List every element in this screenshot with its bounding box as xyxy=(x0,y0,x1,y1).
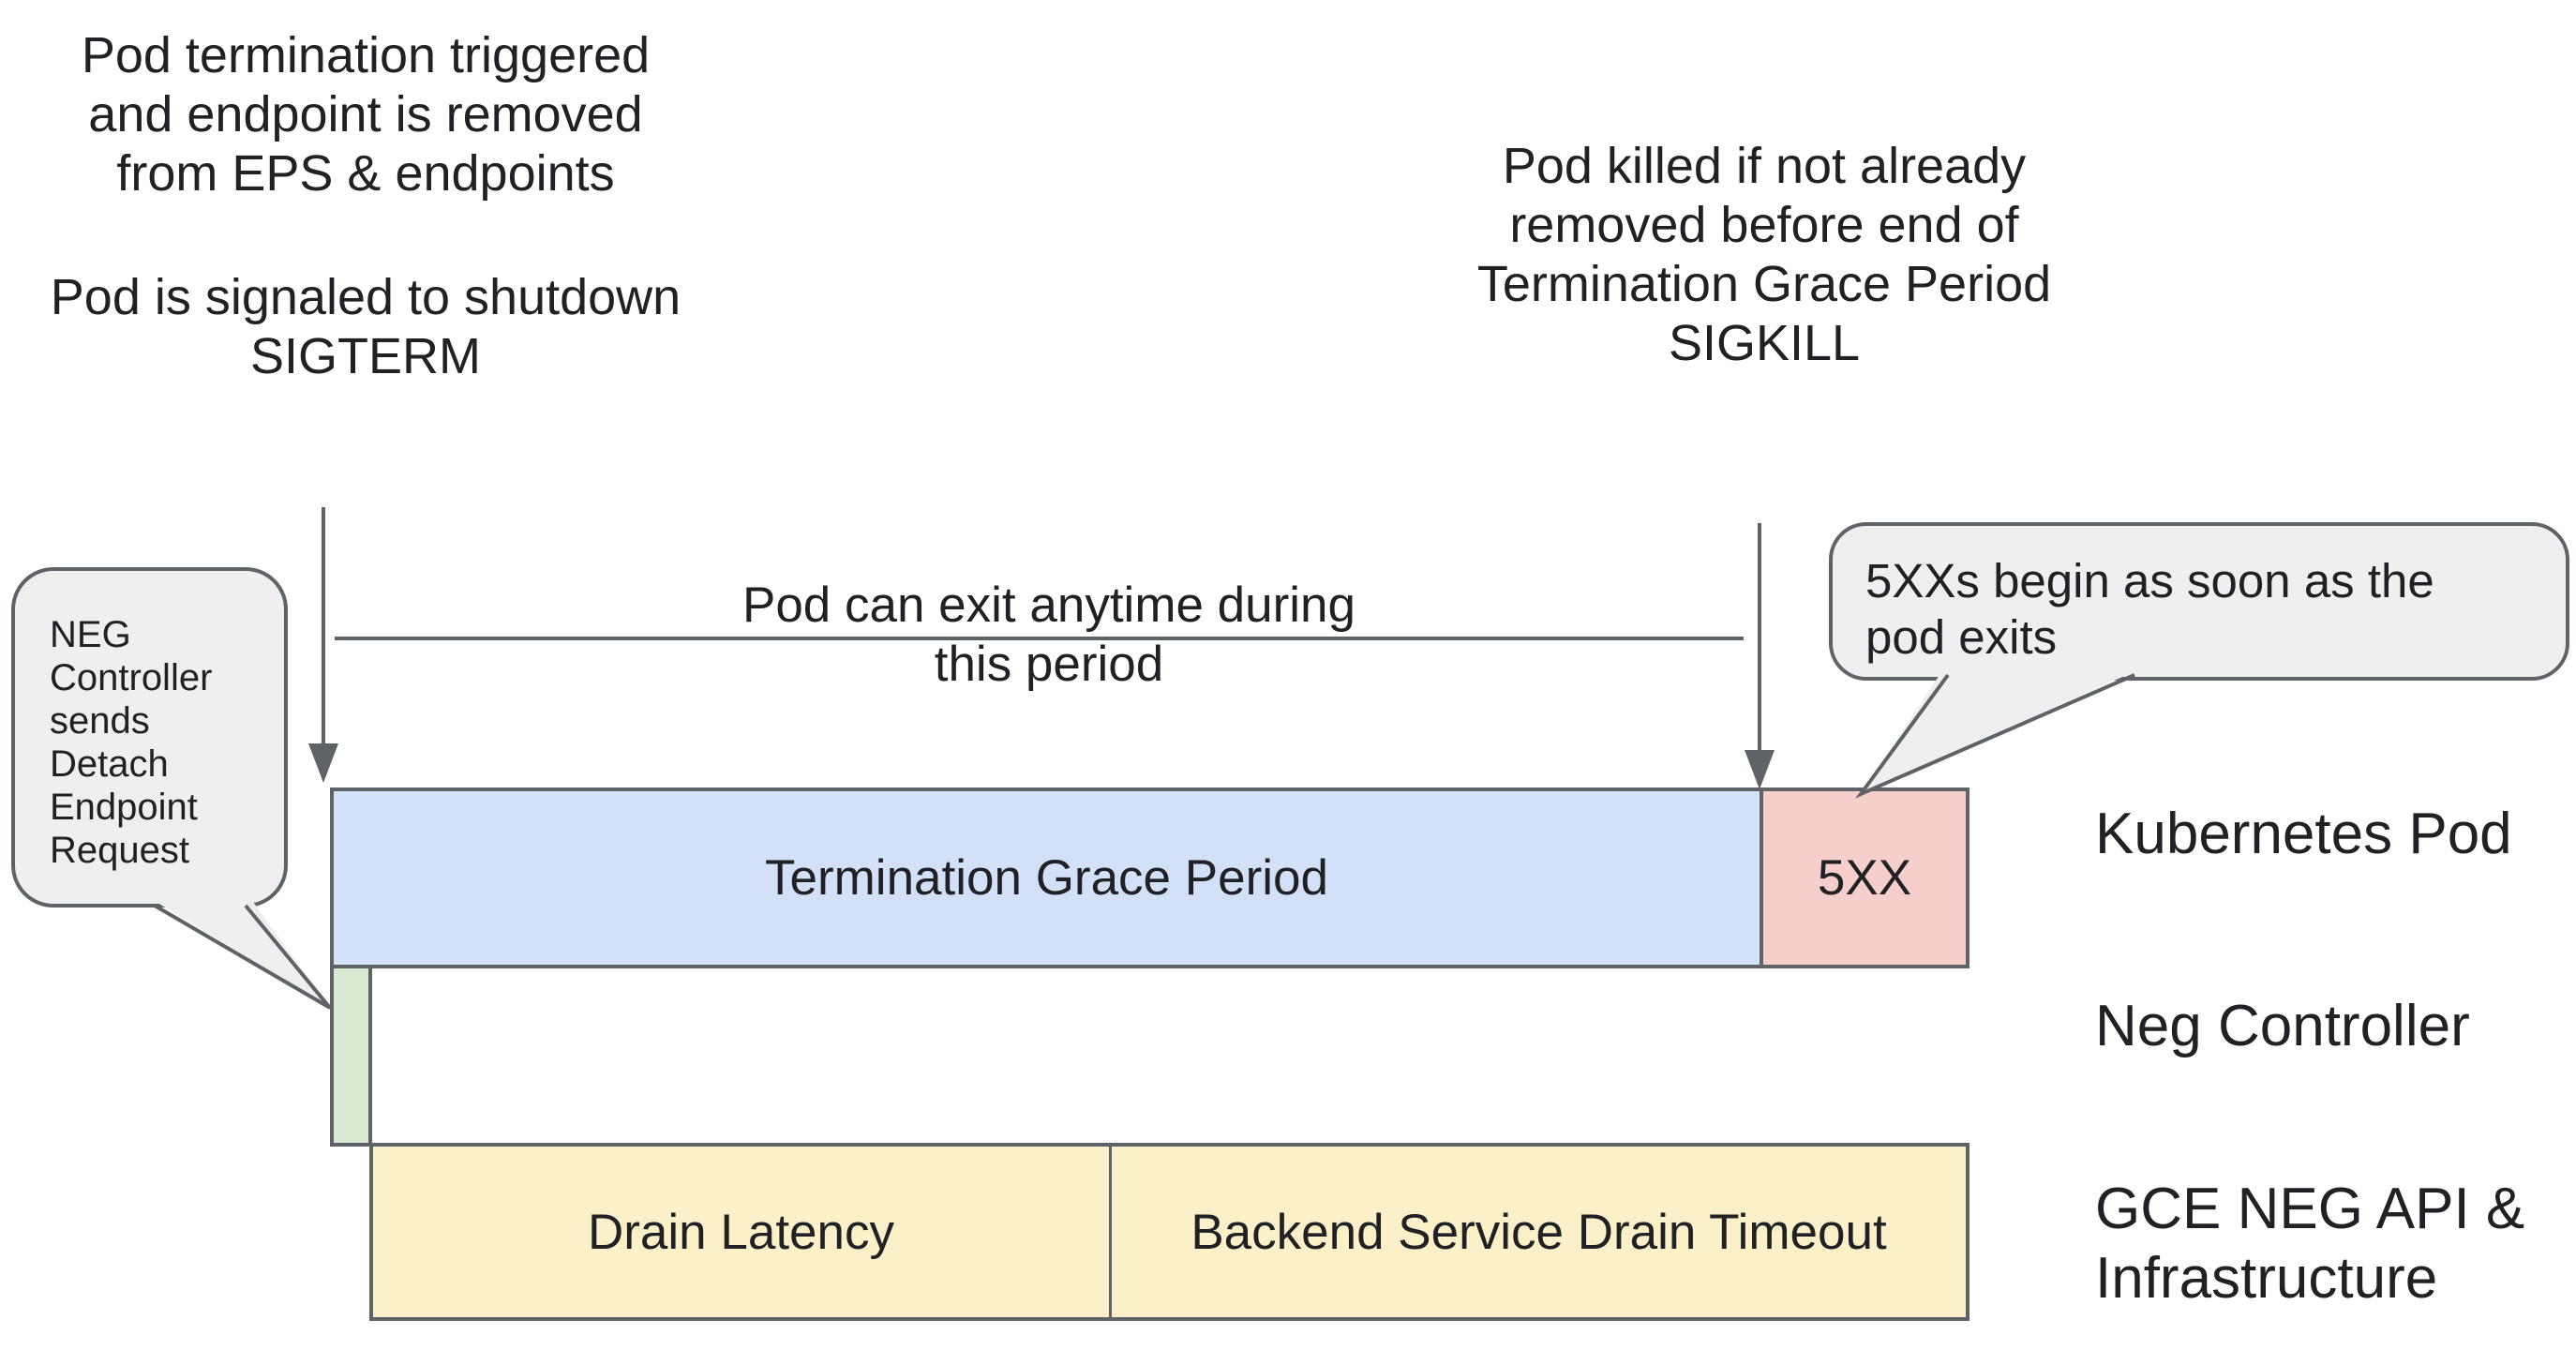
row-label-line: Infrastructure xyxy=(2095,1246,2438,1311)
annotation-line: and endpoint is removed xyxy=(88,86,643,142)
row-label-line: GCE NEG API & xyxy=(2095,1177,2525,1241)
termination-grace-period-segment: Termination Grace Period xyxy=(334,791,1760,965)
callout-line: Request xyxy=(50,830,189,871)
error-5xx-segment: 5XX xyxy=(1760,791,1966,965)
annotation-line: SIGKILL xyxy=(1668,315,1861,371)
annotation-pod-termination: Pod termination triggered and endpoint i… xyxy=(37,26,694,203)
callout-line: Detach xyxy=(50,743,169,785)
row-label-gce: GCE NEG API & Infrastructure xyxy=(2095,1175,2524,1313)
exit-period-line xyxy=(335,637,1744,640)
gce-bar: Drain Latency Backend Service Drain Time… xyxy=(369,1143,1969,1321)
callout-line: pod exits xyxy=(1865,610,2058,664)
annotation-pod-killed: Pod killed if not already removed before… xyxy=(1436,137,2092,373)
exit-period-note: Pod can exit anytime during this period xyxy=(741,578,1356,692)
backend-drain-timeout-label: Backend Service Drain Timeout xyxy=(1191,1204,1887,1260)
annotation-line: SIGTERM xyxy=(249,328,481,384)
callout-neg-controller-tail xyxy=(150,898,332,1010)
callout-5xx: 5XXs begin as soon as the pod exits xyxy=(1829,522,2569,681)
callout-neg-controller: NEG Controller sends Detach Endpoint Req… xyxy=(11,567,288,908)
termination-grace-period-label: Termination Grace Period xyxy=(765,850,1328,906)
callout-line: NEG xyxy=(50,614,131,655)
callout-5xx-tail xyxy=(1855,669,2139,799)
drain-latency-label: Drain Latency xyxy=(587,1204,894,1260)
sigterm-arrowhead-icon xyxy=(308,743,338,783)
sigkill-arrow-line xyxy=(1758,523,1761,750)
neg-controller-detach-segment xyxy=(330,965,372,1147)
annotation-line: removed before end of xyxy=(1509,197,2019,253)
callout-line: Endpoint xyxy=(50,787,198,828)
sigterm-arrow-line xyxy=(322,507,325,743)
drain-latency-segment: Drain Latency xyxy=(373,1147,1109,1317)
sigkill-arrowhead-icon xyxy=(1745,750,1775,789)
annotation-line: Pod killed if not already xyxy=(1502,138,2027,194)
annotation-line: Pod is signaled to shutdown xyxy=(50,269,681,325)
row-label-kubernetes-pod: Kubernetes Pod xyxy=(2095,802,2512,866)
row-label-neg-controller: Neg Controller xyxy=(2095,994,2470,1058)
callout-line: Controller xyxy=(50,657,213,698)
annotation-pod-signaled: Pod is signaled to shutdown SIGTERM xyxy=(37,268,694,386)
callout-line: sends xyxy=(50,700,150,742)
kubernetes-pod-bar: Termination Grace Period 5XX xyxy=(330,788,1969,968)
error-5xx-label: 5XX xyxy=(1817,850,1912,906)
callout-line: 5XXs begin as soon as the xyxy=(1865,554,2434,608)
annotation-line: from EPS & endpoints xyxy=(116,145,615,202)
annotation-line: Pod termination triggered xyxy=(81,27,651,83)
annotation-line: Termination Grace Period xyxy=(1476,256,2052,312)
backend-drain-timeout-segment: Backend Service Drain Timeout xyxy=(1109,1147,1966,1317)
